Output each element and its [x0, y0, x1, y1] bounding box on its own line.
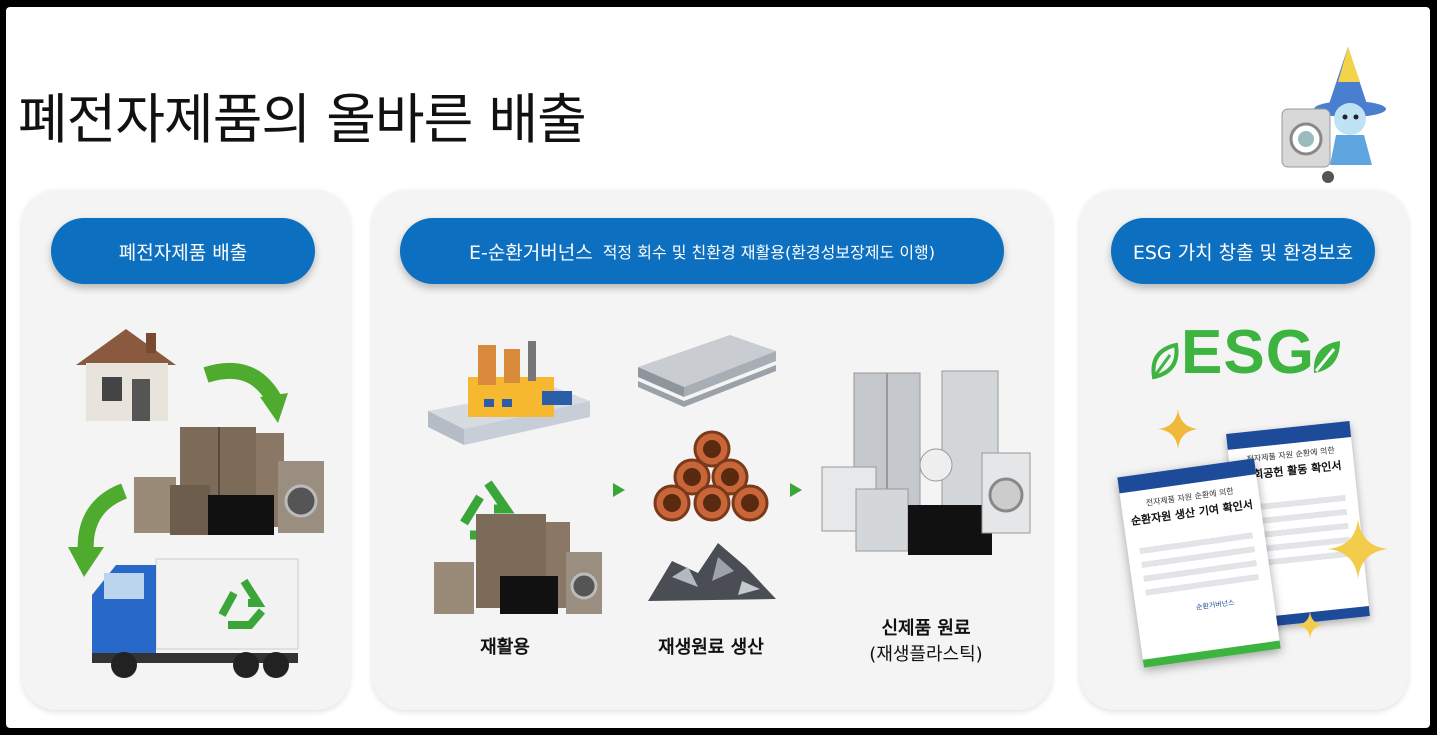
appliances-icon	[134, 427, 324, 535]
pill-governance-label: E-순환거버넌스	[468, 241, 593, 264]
pill-discharge-label: 폐전자제품 배출	[118, 241, 248, 264]
copper-pipes-icon	[653, 430, 769, 522]
certificate-front: 전자제품 자원 순환에 의한 순환자원 생산 기여 확인서 순환거버넌스	[1117, 458, 1281, 668]
leaf-icon	[1313, 341, 1340, 373]
curved-arrow-icon	[68, 483, 128, 577]
factory-icon	[428, 341, 590, 445]
leaf-icon	[1151, 342, 1179, 380]
pill-esg: ESG 가치 창출 및 환경보호	[1111, 218, 1375, 284]
sparkle-icon	[1158, 409, 1198, 449]
esg-logo: ESG	[1181, 318, 1315, 387]
steel-plate-icon	[638, 335, 776, 407]
caption-new-product: 신제품 원료 (재생플라스틱)	[846, 614, 1006, 666]
scrap-icon	[648, 543, 776, 601]
caption-new-product-line2: (재생플라스틱)	[869, 644, 983, 665]
house-icon	[76, 329, 176, 421]
new-appliances-icon	[821, 370, 1031, 555]
caption-recycle: 재활용	[480, 637, 530, 658]
sparkle-icon	[1328, 519, 1388, 579]
pill-governance-sub: 적정 회수 및 친환경 재활용(환경성보장제도 이행)	[602, 243, 936, 262]
caption-raw-material: 재생원료 생산	[658, 637, 764, 658]
pill-discharge: 폐전자제품 배출	[51, 218, 315, 284]
caption-new-product-line1: 신제품 원료	[881, 618, 971, 639]
main-frame: 폐전자제품의 올바른 배출 폐전자제품 배출	[6, 7, 1430, 728]
flow-arrow-icon	[613, 483, 625, 497]
certificate-lines	[1138, 524, 1260, 602]
mascot-icon	[1281, 47, 1386, 183]
pill-esg-label: ESG 가치 창출 및 환경보호	[1132, 241, 1354, 264]
appliances-icon	[434, 514, 602, 614]
curved-arrow-icon	[203, 362, 288, 423]
recycle-icon	[218, 578, 266, 629]
page-title: 폐전자제품의 올바른 배출	[18, 88, 587, 151]
sparkle-icon	[1296, 611, 1324, 639]
flow-arrow-icon	[790, 483, 802, 497]
certificate-logo: 순환거버넌스	[1195, 598, 1236, 612]
pill-governance: E-순환거버넌스 적정 회수 및 친환경 재활용(환경성보장제도 이행)	[400, 218, 1004, 284]
